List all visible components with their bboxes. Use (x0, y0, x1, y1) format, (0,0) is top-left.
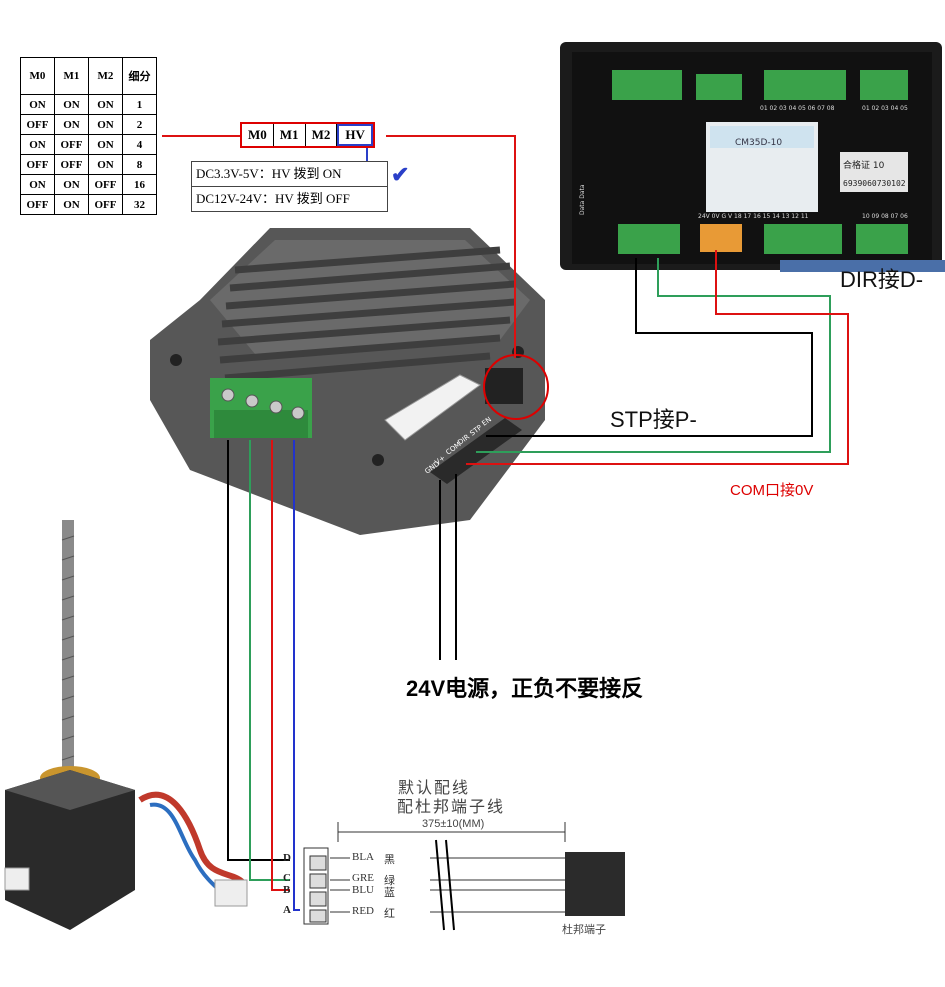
pin-a: A (283, 904, 291, 916)
cell: OFF (20, 194, 55, 215)
wire-dir (476, 258, 831, 453)
wire-motor-d (227, 440, 290, 861)
cell: OFF (54, 134, 89, 155)
wire-stp (486, 258, 813, 437)
cell: ON (88, 114, 123, 135)
stepper-motor (4, 520, 248, 930)
col-m0: M0 (20, 57, 55, 95)
hv-note-line2: DC12V-24V：HV 拨到 OFF (192, 186, 387, 211)
wire-name-blue: 蓝 (384, 887, 395, 899)
cell: OFF (88, 174, 123, 195)
cell: 2 (122, 114, 157, 135)
cell: OFF (20, 154, 55, 175)
wire-motor-b (293, 440, 300, 911)
cell: ON (20, 174, 55, 195)
cell: ON (20, 134, 55, 155)
cell: OFF (20, 114, 55, 135)
col-m2: M2 (88, 57, 123, 95)
motion-controller (560, 42, 945, 272)
pin-b: B (283, 884, 291, 896)
label-power: 24V电源，正负不要接反 (406, 676, 644, 701)
controller-bottom-labels: 24V 0V G V 18 17 16 15 14 13 12 11 (698, 213, 809, 220)
wire-motor-c (249, 440, 290, 881)
switch-m0: M0 (242, 124, 274, 146)
cell: ON (54, 94, 89, 115)
cell: 16 (122, 174, 157, 195)
cell: 1 (122, 94, 157, 115)
controller-side-text: Data Data (579, 184, 586, 215)
cell: OFF (88, 194, 123, 215)
label-stp: STP接P- (610, 407, 697, 432)
label-dupont-terminal: 杜邦端子 (562, 924, 606, 936)
stepper-driver (150, 228, 545, 535)
label-dir: DIR接D- (840, 267, 924, 292)
wire-code-blu: BLU (352, 884, 374, 896)
cell: ON (54, 114, 89, 135)
hv-note-line1: DC3.3V-5V：HV 拨到 ON (196, 166, 342, 181)
cell: 32 (122, 194, 157, 215)
cell: 4 (122, 134, 157, 155)
wire-code-gre: GRE (352, 872, 374, 884)
label-dupont-wiring: 配杜邦端子线 (397, 799, 506, 816)
check-icon: ✔ (391, 162, 410, 187)
dip-switch-labels: M0 M1 M2 HV (240, 122, 375, 148)
label-com: COM口接0V (730, 482, 814, 499)
cell: ON (88, 134, 123, 155)
wire-switch-to-driver (386, 135, 516, 358)
controller-top-labels: 01 02 03 04 05 06 07 08 (760, 105, 835, 112)
cell: ON (54, 174, 89, 195)
col-m1: M1 (54, 57, 89, 95)
switch-m1: M1 (274, 124, 306, 146)
label-cable-length: 375±10(MM) (422, 818, 485, 830)
cell: 8 (122, 154, 157, 175)
controller-serial: 6939060730102 (843, 179, 906, 188)
cell: ON (54, 194, 89, 215)
label-default-wiring: 默认配线 (398, 780, 471, 797)
wire-code-red: RED (352, 905, 374, 917)
controller-bottom-labels-2: 10 09 08 07 06 (862, 213, 908, 220)
cell: OFF (54, 154, 89, 175)
wire-name-black: 黑 (384, 854, 395, 866)
controller-cert: 合格证 10 (843, 159, 885, 171)
controller-top-labels-2: 01 02 03 04 05 (862, 105, 908, 112)
cell: ON (20, 94, 55, 115)
switch-m2: M2 (306, 124, 338, 146)
hv-note: DC3.3V-5V：HV 拨到 ON DC12V-24V：HV 拨到 OFF (191, 161, 388, 212)
switch-hv: HV (337, 124, 373, 146)
cell: ON (88, 154, 123, 175)
wire-motor-a (271, 440, 290, 891)
pin-d: D (283, 852, 291, 864)
col-subdivision: 细分 (122, 57, 157, 95)
wire-name-red: 红 (384, 908, 395, 920)
pin-c: C (283, 872, 291, 884)
wire-com (466, 250, 849, 465)
dupont-cable-drawing (303, 822, 625, 931)
cell: ON (88, 94, 123, 115)
controller-model: CM35D-10 (735, 138, 782, 148)
wire-name-green: 绿 (384, 875, 395, 887)
wire-code-bla: BLA (352, 851, 374, 863)
